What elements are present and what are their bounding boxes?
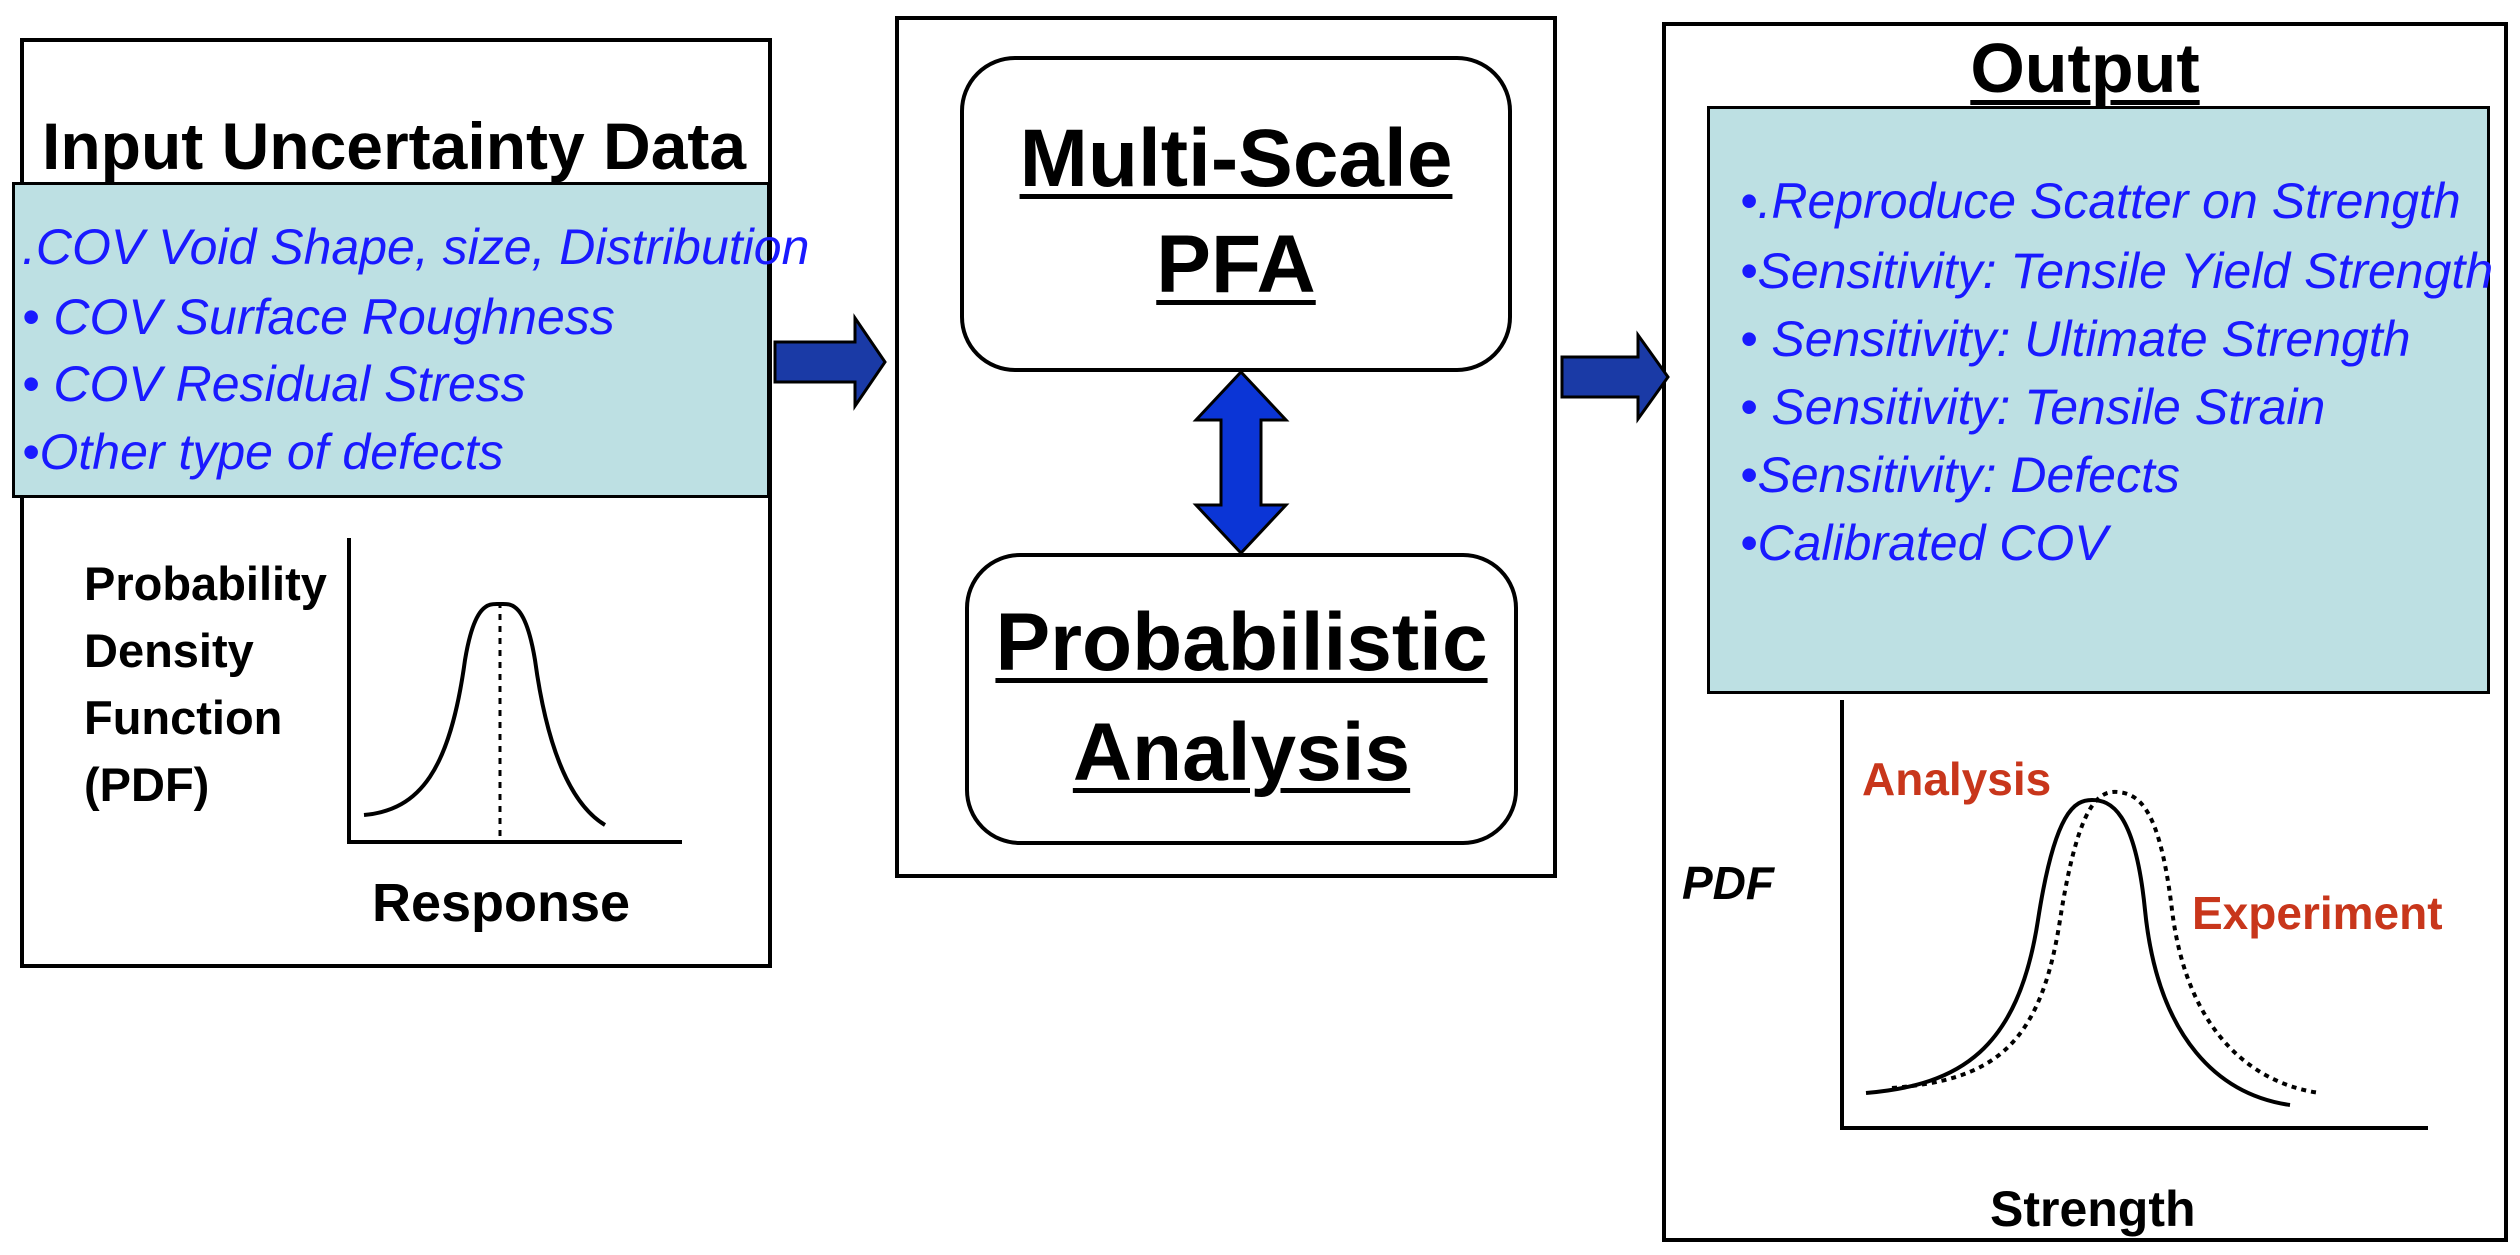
legend-analysis: Analysis: [1862, 753, 2052, 805]
output-bullet-5: •Sensitivity: Defects: [1740, 447, 2180, 503]
output-bullet-1: •.Reproduce Scatter on Strength: [1740, 173, 2461, 229]
input-pdf-curve: [363, 601, 607, 827]
input-bullets-box: [12, 182, 770, 498]
output-bullet-3: • Sensitivity: Ultimate Strength: [1740, 311, 2411, 367]
pdf-label-line-2: Density: [84, 624, 254, 677]
output-panel-title: Output: [1970, 29, 2200, 107]
arrow-model-to-output: [1560, 330, 1670, 424]
experiment-curve: [1891, 789, 2321, 1095]
output-bullet-4: • Sensitivity: Tensile Strain: [1740, 379, 2326, 435]
pdf-label-line-1: Probability: [84, 557, 327, 610]
arrow-input-to-model: [773, 313, 887, 411]
multiscale-line-1: Multi-Scale: [1019, 113, 1453, 204]
input-bullet-1: .COV Void Shape, size, Distribution: [22, 219, 810, 275]
output-bullets-box: [1707, 106, 2490, 694]
probabilistic-analysis-box: [965, 553, 1518, 845]
output-bullet-6: •Calibrated COV: [1740, 515, 2108, 571]
pdf-axis-label: PDF: [1682, 857, 1774, 909]
double-arrow-icon: [1192, 369, 1290, 556]
response-axis-label: Response: [372, 873, 631, 933]
input-panel-title: Input Uncertainty Data: [42, 109, 747, 183]
probabilistic-line-2: Analysis: [1072, 707, 1411, 798]
multiscale-line-2: PFA: [1156, 219, 1316, 310]
input-bullet-3: • COV Residual Stress: [22, 356, 526, 412]
pdf-label-line-3: Function: [84, 691, 283, 744]
analysis-curve: [1865, 797, 2291, 1107]
legend-experiment: Experiment: [2192, 887, 2443, 939]
input-bullet-4: •Other type of defects: [22, 424, 504, 480]
strength-axis-label: Strength: [1990, 1181, 2196, 1237]
output-bullet-2: •Sensitivity: Tensile Yield Strength: [1740, 243, 2494, 299]
pdf-label-line-4: (PDF): [84, 758, 210, 811]
input-bullet-2: • COV Surface Roughness: [22, 289, 615, 345]
multiscale-pfa-box: [960, 56, 1512, 372]
probabilistic-line-1: Probabilistic: [995, 597, 1488, 688]
